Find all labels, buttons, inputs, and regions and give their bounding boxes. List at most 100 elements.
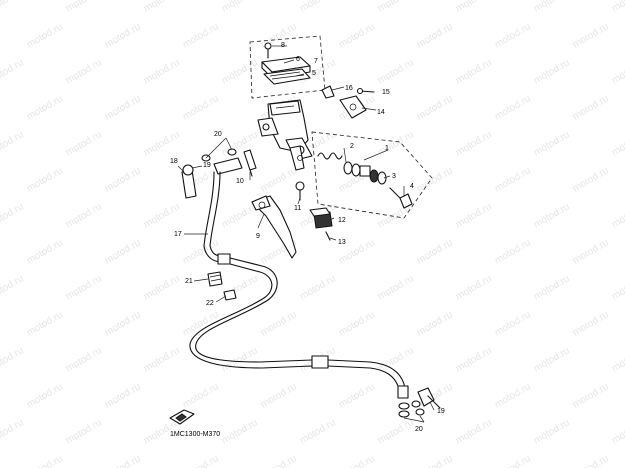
callout-3: 3 <box>392 173 396 180</box>
watermark-text: motod.ru <box>103 165 143 194</box>
diagram-code: 1MC1300-M370 <box>170 431 220 438</box>
watermark-text: motod.ru <box>0 0 26 15</box>
watermark-text: motod.ru <box>454 201 494 230</box>
watermark-text: motod.ru <box>220 417 260 446</box>
callout-4: 4 <box>410 183 414 190</box>
watermark-text: motod.ru <box>103 453 143 468</box>
watermark-text: motod.ru <box>493 453 533 468</box>
watermark-text: motod.ru <box>64 57 104 86</box>
watermark-text: motod.ru <box>142 0 182 15</box>
watermark-text: motod.ru <box>571 453 611 468</box>
watermark-text: motod.ru <box>103 237 143 266</box>
piston-kit <box>317 152 413 209</box>
watermark-text: motod.ru <box>103 309 143 338</box>
watermark-text: motod.ru <box>25 21 65 50</box>
watermark-text: motod.ru <box>181 93 221 122</box>
watermark-text: motod.ru <box>571 93 611 122</box>
watermark-text: motod.ru <box>220 345 260 374</box>
watermark-text: motod.ru <box>64 201 104 230</box>
callout-2: 2 <box>350 143 354 150</box>
front-arrow-icon <box>169 409 195 425</box>
watermark-text: motod.ru <box>337 381 377 410</box>
watermark-text: motod.ru <box>493 237 533 266</box>
watermark-text: motod.ru <box>337 453 377 468</box>
reservoir-cap-group <box>249 35 326 99</box>
watermark-text: motod.ru <box>532 57 572 86</box>
watermark-text: motod.ru <box>571 309 611 338</box>
watermark-text: motod.ru <box>298 417 338 446</box>
watermark-text: motod.ru <box>181 453 221 468</box>
watermark-text: motod.ru <box>454 273 494 302</box>
master-cylinder-body <box>257 99 313 171</box>
watermark-text: motod.ru <box>103 381 143 410</box>
watermark-text: motod.ru <box>142 345 182 374</box>
clutch-hose <box>189 171 441 418</box>
watermark-text: motod.ru <box>454 129 494 158</box>
watermark-text: motod.ru <box>376 57 416 86</box>
watermark-text: motod.ru <box>610 57 625 86</box>
watermark-text: motod.ru <box>415 309 455 338</box>
callout-labels: 1 2 3 4 5 6 7 8 9 10 11 12 13 14 15 16 1… <box>170 42 445 433</box>
callout-14: 14 <box>377 109 385 116</box>
watermark-text: motod.ru <box>220 129 260 158</box>
watermark-text: motod.ru <box>610 129 625 158</box>
watermark-text: motod.ru <box>259 381 299 410</box>
watermark-text: motod.ru <box>610 273 625 302</box>
watermark-text: motod.ru <box>181 381 221 410</box>
watermark-text: motod.ru <box>25 93 65 122</box>
watermark-text: motod.ru <box>571 381 611 410</box>
watermark-text: motod.ru <box>64 417 104 446</box>
watermark-text: motod.ru <box>25 237 65 266</box>
watermark-text: motod.ru <box>493 93 533 122</box>
callout-7: 7 <box>314 58 318 65</box>
watermark-text: motod.ru <box>415 21 455 50</box>
watermark-text: motod.ru <box>415 93 455 122</box>
watermark-text: motod.ru <box>454 417 494 446</box>
watermark-text: motod.ru <box>64 0 104 15</box>
watermark-text: motod.ru <box>181 237 221 266</box>
watermark-text: motod.ru <box>415 165 455 194</box>
watermark-text: motod.ru <box>532 129 572 158</box>
watermark-text: motod.ru <box>0 273 26 302</box>
watermark-text: motod.ru <box>0 129 26 158</box>
watermark-text: motod.ru <box>64 273 104 302</box>
watermark-text: motod.ru <box>493 21 533 50</box>
hose-clamp <box>207 271 237 301</box>
watermark-text: motod.ru <box>103 21 143 50</box>
watermark-text: motod.ru <box>259 453 299 468</box>
watermark-text: motod.ru <box>0 57 26 86</box>
watermark-text: motod.ru <box>532 417 572 446</box>
watermark-text: motod.ru <box>571 21 611 50</box>
watermark-text: motod.ru <box>493 309 533 338</box>
watermark-text: motod.ru <box>337 21 377 50</box>
callout-17: 17 <box>174 231 182 238</box>
callout-5: 5 <box>312 70 316 77</box>
clutch-lever <box>251 195 297 259</box>
watermark-text: motod.ru <box>142 57 182 86</box>
watermark-text: motod.ru <box>181 21 221 50</box>
callout-18: 18 <box>170 158 178 165</box>
watermark-text: motod.ru <box>259 309 299 338</box>
callout-13: 13 <box>338 239 346 246</box>
watermark-text: motod.ru <box>25 165 65 194</box>
callout-21: 21 <box>185 278 193 285</box>
watermark-text: motod.ru <box>532 0 572 15</box>
leader-lines <box>177 45 435 423</box>
callout-12: 12 <box>338 217 346 224</box>
watermark-text: motod.ru <box>259 165 299 194</box>
watermark-text: motod.ru <box>0 345 26 374</box>
callout-20-upper: 20 <box>214 131 222 138</box>
watermark-text: motod.ru <box>571 237 611 266</box>
watermark-text: motod.ru <box>571 165 611 194</box>
watermark-text: motod.ru <box>25 309 65 338</box>
watermark-text: motod.ru <box>220 57 260 86</box>
watermark-text: motod.ru <box>25 381 65 410</box>
watermark-text: motod.ru <box>103 93 143 122</box>
pivot-bolts <box>243 149 305 201</box>
watermark-text: motod.ru <box>610 201 625 230</box>
watermark-text: motod.ru <box>337 309 377 338</box>
callout-19-lower: 19 <box>437 408 445 415</box>
watermark-text: motod.ru <box>298 273 338 302</box>
lower-washers <box>411 400 425 416</box>
